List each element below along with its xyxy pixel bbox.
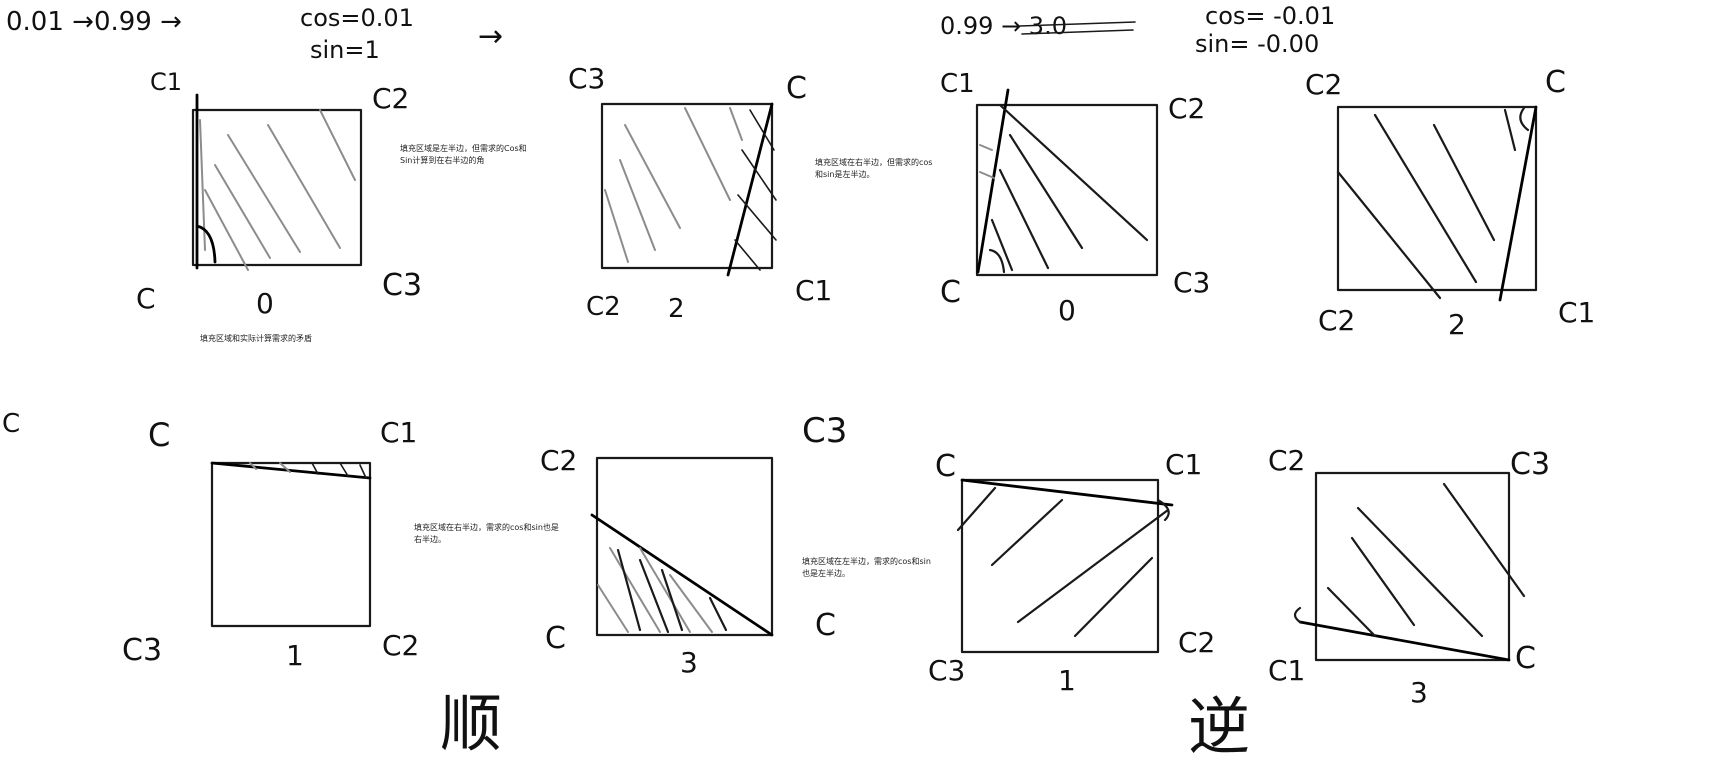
bold-diagonal [1498, 105, 1538, 302]
black-hatching [956, 486, 1170, 638]
strike-line [1019, 21, 1136, 27]
square [191, 108, 363, 267]
note-fig2: 填充区域在右半边，但需求的cos和sin是左半边。 [815, 158, 933, 179]
gray-hatching [604, 107, 743, 263]
black-hatching [734, 109, 777, 271]
note-fig6: 填充区域在左半边，需求的cos和sin也是左半边。 [802, 557, 931, 578]
label-c2: C2 [1168, 92, 1205, 125]
label-c3: C3 [802, 411, 847, 451]
label-2: 2 [1448, 308, 1466, 341]
label-c3: C3 [928, 654, 965, 687]
square [1336, 105, 1538, 292]
label-c2: C2 [586, 292, 621, 322]
label-c: C [545, 621, 566, 656]
gray-hatching [597, 547, 713, 633]
header-left-formula: 0.01 →0.99 → [6, 7, 182, 37]
square [600, 102, 774, 270]
label-c2: C2 [1305, 68, 1342, 101]
square [595, 456, 774, 637]
header-cos-left: cos=0.01 [300, 4, 414, 32]
figure-6: C2 C3 C C 3 [540, 411, 847, 679]
label-3: 3 [680, 646, 698, 679]
label-c1: C1 [1268, 654, 1305, 687]
note-fig1-bottom: 填充区域和实际计算需求的矛盾 [200, 334, 312, 343]
bold-diagonal [590, 513, 774, 637]
label-c1: C1 [380, 416, 417, 449]
note-fig1: 填充区域是左半边，但需求的Cos和Sin计算到在右半边的角 [400, 144, 527, 165]
bold-diagonal [1298, 620, 1511, 662]
header-cos-right: cos= -0.01 [1205, 2, 1335, 30]
label-c1: C1 [795, 274, 832, 307]
header-formulas: 0.01 →0.99 → cos=0.01 sin=1 → 0.99 → 3.0… [6, 2, 1335, 64]
black-hatching [616, 548, 728, 634]
label-1: 1 [1058, 664, 1076, 697]
label-c: C [940, 275, 961, 310]
label-c2: C2 [372, 82, 409, 115]
label-0: 0 [1058, 294, 1076, 327]
label-c: C [786, 71, 807, 106]
square [975, 103, 1159, 277]
label-c3: C3 [122, 633, 162, 668]
label-c3: C3 [382, 268, 422, 303]
black-hatching [990, 103, 1149, 272]
square [1314, 471, 1511, 662]
label-c: C [815, 608, 836, 643]
label-0: 0 [256, 287, 274, 320]
label-shun: 顺 [440, 687, 502, 760]
figure-1: C1 C2 C3 C 0 [136, 68, 422, 320]
label-1: 1 [286, 639, 304, 672]
angle-arc [1156, 498, 1170, 522]
label-c1: C1 [940, 69, 975, 99]
label-c1: C1 [1558, 296, 1595, 329]
label-c1: C1 [1165, 448, 1202, 481]
label-c: C [2, 409, 20, 439]
label-c: C [1545, 65, 1566, 100]
square [210, 461, 372, 628]
figure-8: C2 C3 C1 C 3 [1268, 444, 1550, 709]
figure-2: C3 C C1 C2 2 [568, 62, 832, 324]
label-c3: C3 [568, 62, 605, 95]
header-sin-left: sin=1 [310, 36, 380, 64]
angle-arc [988, 248, 1006, 274]
label-3: 3 [1410, 676, 1428, 709]
bold-diagonal [210, 461, 372, 480]
figure-5: C C C1 C3 C2 1 [2, 409, 419, 672]
label-2: 2 [668, 294, 685, 324]
label-c: C [1515, 641, 1536, 676]
angle-arc [1519, 106, 1530, 132]
label-c3: C3 [1510, 447, 1550, 482]
label-c: C [136, 282, 156, 315]
figure-7: C C1 C3 C2 1 [928, 448, 1215, 697]
figure-3: C1 C2 C3 C 0 [940, 69, 1210, 327]
label-c2: C2 [1268, 444, 1305, 477]
label-c1: C1 [150, 68, 182, 96]
label-c: C [935, 449, 956, 484]
label-ni: 逆 [1188, 690, 1250, 763]
bold-diagonal [726, 102, 774, 277]
black-hatching [1336, 108, 1517, 300]
square [960, 478, 1160, 654]
angle-arc [1293, 606, 1302, 624]
note-fig5: 填充区域在右半边，需求的cos和sin也是右半边。 [414, 523, 559, 544]
gray-hatching [979, 144, 995, 179]
label-c3: C3 [1173, 266, 1210, 299]
header-sin-right: sin= -0.00 [1195, 30, 1319, 58]
label-c2: C2 [1318, 304, 1355, 337]
label-c2: C2 [382, 629, 419, 662]
black-hatching [1326, 482, 1526, 638]
header-right-formula: 0.99 → 3.0 [940, 12, 1067, 40]
angle-arc [195, 224, 217, 264]
bold-diagonal [960, 478, 1174, 507]
label-c: C [148, 416, 170, 454]
header-arrow: → [478, 19, 503, 54]
figure-4: C2 C C1 C2 2 [1305, 65, 1595, 341]
bold-diagonal [976, 88, 1010, 274]
gray-hatching [199, 109, 356, 271]
label-c2: C2 [1178, 626, 1215, 659]
label-c2: C2 [540, 444, 577, 477]
strike-line [1021, 29, 1134, 35]
hatching [249, 462, 367, 479]
